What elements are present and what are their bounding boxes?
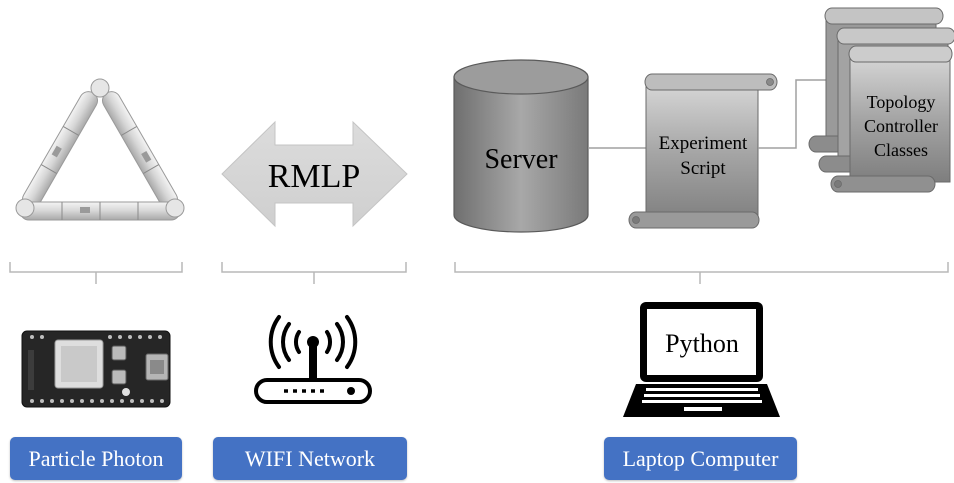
class-scroll-front (830, 45, 953, 193)
robot-triangle-icon (15, 78, 185, 221)
label-laptop-computer: Laptop Computer (604, 437, 797, 480)
photon-top-pins (30, 335, 162, 339)
particle-photon-board-icon (21, 330, 171, 408)
protocol-label: RMLP (268, 158, 361, 195)
bracket-wifi (221, 262, 407, 284)
label-particle-photon: Particle Photon (10, 437, 182, 480)
server-label: Server (484, 144, 558, 175)
classes-label-line3: Classes (874, 140, 928, 160)
laptop-keyboard (642, 388, 762, 411)
script-label-line1: Experiment (659, 133, 748, 154)
server-cylinder: Server (453, 59, 589, 233)
laptop-icon: Python (623, 302, 780, 417)
script-label-line2: Script (680, 158, 726, 179)
bracket-photon (9, 262, 183, 284)
brackets (9, 262, 949, 284)
laptop-screen-text: Python (665, 329, 739, 358)
wifi-signal-waves (268, 315, 358, 369)
wifi-router-icon (254, 315, 372, 404)
rmlp-arrow: RMLP (221, 120, 408, 228)
classes-label-line2: Controller (864, 116, 938, 136)
controller-classes-stack: Topology Controller Classes (808, 7, 954, 193)
script-classes-connector (758, 79, 830, 149)
bracket-laptop (454, 262, 949, 284)
experiment-script-scroll: Experiment Script (628, 73, 778, 229)
classes-label-line1: Topology (867, 92, 936, 112)
photon-bottom-pins (30, 399, 164, 403)
label-wifi-network: WIFI Network (213, 437, 407, 480)
